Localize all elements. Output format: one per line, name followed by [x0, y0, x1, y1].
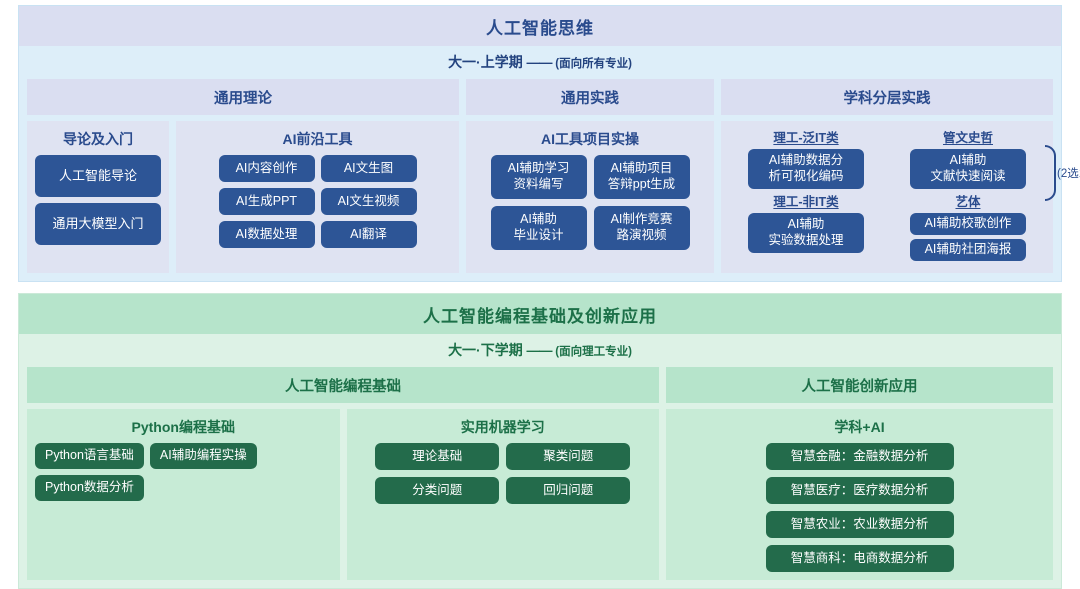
chips-ai-tool-project: AI辅助学习 资料编写 AI辅助项目 答辩ppt生成 AI辅助 毕业设计 AI制…: [474, 155, 706, 250]
discipline-label: 理工-泛IT类: [773, 131, 839, 145]
course-chip[interactable]: AI翻译: [320, 221, 417, 248]
choose-one-label: (2选1): [1057, 168, 1080, 180]
course-chip[interactable]: 智慧商科：电商数据分析: [765, 545, 954, 572]
group-row-general-theory: 导论及入门 人工智能导论 通用大模型入门 AI前沿工具 AI内容创作 AI文生图…: [27, 121, 459, 273]
section-general-practice: 通用实践 AI工具项目实操 AI辅助学习 资料编写 AI辅助项目 答辩ppt生成…: [466, 79, 714, 273]
group-row-general-practice: AI工具项目实操 AI辅助学习 资料编写 AI辅助项目 答辩ppt生成 AI辅助…: [466, 121, 714, 273]
group-title-intro: 导论及入门: [63, 131, 133, 147]
chips-discipline-plus-ai: 智慧金融：金融数据分析 智慧医疗：医疗数据分析 智慧农业：农业数据分析 智慧商科…: [674, 443, 1045, 572]
semester-1-subtitle: 大一·上学期 —— (面向所有专业): [19, 46, 1061, 79]
section-header-general-theory: 通用理论: [27, 79, 459, 115]
discipline-grid: 理工-泛IT类 AI辅助数据分 析可视化编码 管文史哲 AI辅助 文献快速阅读 …: [729, 127, 1080, 265]
group-title-ai-frontier-tools: AI前沿工具: [282, 131, 353, 147]
discipline-cell-humanities: 管文史哲 AI辅助 文献快速阅读: [891, 127, 1045, 189]
section-programming-basics: 人工智能编程基础 Python编程基础 Python语言基础 AI辅助编程实操 …: [27, 367, 659, 580]
discipline-cell-it: 理工-泛IT类 AI辅助数据分 析可视化编码: [729, 127, 883, 189]
semester-2-panel: 人工智能编程基础及创新应用 大一·下学期 —— (面向理工专业) 人工智能编程基…: [18, 293, 1062, 589]
course-chip[interactable]: AI辅助编程实操: [149, 443, 257, 469]
semester-2-term: 大一·下学期: [448, 342, 523, 358]
group-row-discipline-practice: 理工-泛IT类 AI辅助数据分 析可视化编码 管文史哲 AI辅助 文献快速阅读 …: [721, 121, 1080, 273]
discipline-label: 管文史哲: [942, 131, 993, 145]
chips-ai-frontier-tools: AI内容创作 AI文生图 AI生成PPT AI文生视频 AI数据处理 AI翻译: [184, 155, 451, 248]
course-chip[interactable]: AI制作竞赛 路演视频: [593, 206, 690, 250]
course-chip[interactable]: Python语言基础: [35, 443, 144, 469]
section-header-discipline-practice: 学科分层实践: [721, 79, 1053, 115]
section-innovation-applications: 人工智能创新应用 学科+AI 智慧金融：金融数据分析 智慧医疗：医疗数据分析 智…: [666, 367, 1053, 580]
group-python-basics: Python编程基础 Python语言基础 AI辅助编程实操 Python数据分…: [27, 409, 340, 580]
course-chip[interactable]: 分类问题: [375, 477, 500, 504]
semester-2-title: 人工智能编程基础及创新应用: [19, 294, 1061, 334]
chips-python-basics: Python语言基础 AI辅助编程实操 Python数据分析: [35, 443, 332, 501]
section-general-theory: 通用理论 导论及入门 人工智能导论 通用大模型入门 AI前沿工具 AI内容创作: [27, 79, 459, 273]
section-header-programming-basics: 人工智能编程基础: [27, 367, 659, 403]
course-chip[interactable]: AI辅助 毕业设计: [490, 206, 587, 250]
semester-2-dash: ——: [526, 343, 553, 358]
curriculum-map: 人工智能思维 大一·上学期 —— (面向所有专业) 通用理论 导论及入门 人工智…: [0, 5, 1080, 589]
semester-2-subtitle: 大一·下学期 —— (面向理工专业): [19, 334, 1061, 367]
group-title-machine-learning: 实用机器学习: [460, 419, 545, 435]
curly-brace-icon: [1045, 145, 1057, 201]
course-chip[interactable]: AI辅助项目 答辩ppt生成: [593, 155, 690, 199]
course-chip[interactable]: AI生成PPT: [218, 188, 315, 215]
group-ai-frontier-tools: AI前沿工具 AI内容创作 AI文生图 AI生成PPT AI文生视频 AI数据处…: [176, 121, 459, 273]
course-chip[interactable]: AI数据处理: [218, 221, 315, 248]
course-chip[interactable]: 智慧医疗：医疗数据分析: [765, 477, 954, 504]
course-chip[interactable]: AI辅助数据分 析可视化编码: [748, 149, 864, 189]
course-chip[interactable]: AI辅助 文献快速阅读: [910, 149, 1026, 189]
discipline-cell-nonit: 理工-非IT类 AI辅助 实验数据处理: [729, 191, 883, 265]
course-chip[interactable]: 回归问题: [506, 477, 631, 504]
semester-1-sections: 通用理论 导论及入门 人工智能导论 通用大模型入门 AI前沿工具 AI内容创作: [19, 79, 1080, 273]
group-discipline-plus-ai: 学科+AI 智慧金融：金融数据分析 智慧医疗：医疗数据分析 智慧农业：农业数据分…: [666, 409, 1053, 580]
group-row-programming-basics: Python编程基础 Python语言基础 AI辅助编程实操 Python数据分…: [27, 409, 659, 580]
semester-1-dash: ——: [526, 55, 553, 70]
course-chip[interactable]: AI内容创作: [218, 155, 315, 182]
course-chip[interactable]: 智慧金融：金融数据分析: [765, 443, 954, 470]
group-machine-learning: 实用机器学习 理论基础 聚类问题 分类问题 回归问题: [346, 409, 659, 580]
section-header-general-practice: 通用实践: [466, 79, 714, 115]
course-chip[interactable]: Python数据分析: [35, 475, 144, 501]
discipline-cell-arts: 艺体 AI辅助校歌创作 AI辅助社团海报 (2选1): [891, 145, 1080, 265]
semester-1-panel: 人工智能思维 大一·上学期 —— (面向所有专业) 通用理论 导论及入门 人工智…: [18, 5, 1080, 282]
semester-2-sections: 人工智能编程基础 Python编程基础 Python语言基础 AI辅助编程实操 …: [19, 367, 1061, 580]
course-chip[interactable]: AI辅助校歌创作: [910, 213, 1026, 235]
chips-intro: 人工智能导论 通用大模型入门: [35, 155, 161, 245]
chips-machine-learning: 理论基础 聚类问题 分类问题 回归问题: [355, 443, 652, 504]
course-chip[interactable]: 人工智能导论: [35, 155, 161, 197]
group-title-discipline-plus-ai: 学科+AI: [834, 419, 885, 435]
discipline-label: 理工-非IT类: [773, 195, 839, 209]
section-header-innovation-applications: 人工智能创新应用: [666, 367, 1053, 403]
section-discipline-practice: 学科分层实践 理工-泛IT类 AI辅助数据分 析可视化编码 管文史哲 AI辅助 …: [721, 79, 1080, 273]
semester-2-scope: (面向理工专业): [555, 346, 632, 358]
group-ai-tool-project: AI工具项目实操 AI辅助学习 资料编写 AI辅助项目 答辩ppt生成 AI辅助…: [466, 121, 714, 273]
course-chip[interactable]: 理论基础: [375, 443, 500, 470]
course-chip[interactable]: AI文生视频: [320, 188, 417, 215]
course-chip[interactable]: AI辅助 实验数据处理: [748, 213, 864, 253]
course-chip[interactable]: 通用大模型入门: [35, 203, 161, 245]
semester-1-term: 大一·上学期: [448, 54, 523, 70]
course-chip[interactable]: AI辅助社团海报: [910, 239, 1026, 261]
semester-1-title: 人工智能思维: [19, 6, 1061, 46]
discipline-label: 艺体: [955, 195, 981, 209]
semester-1-scope: (面向所有专业): [555, 58, 632, 70]
course-chip[interactable]: AI文生图: [320, 155, 417, 182]
group-intro: 导论及入门 人工智能导论 通用大模型入门: [27, 121, 169, 273]
course-chip[interactable]: AI辅助学习 资料编写: [490, 155, 587, 199]
choose-one-brace-wrap: (2选1): [1045, 145, 1080, 201]
group-title-python-basics: Python编程基础: [131, 419, 235, 435]
group-discipline-layers: 理工-泛IT类 AI辅助数据分 析可视化编码 管文史哲 AI辅助 文献快速阅读 …: [721, 121, 1080, 273]
course-chip[interactable]: 聚类问题: [506, 443, 631, 470]
group-row-innovation-applications: 学科+AI 智慧金融：金融数据分析 智慧医疗：医疗数据分析 智慧农业：农业数据分…: [666, 409, 1053, 580]
group-title-ai-tool-project: AI工具项目实操: [541, 131, 639, 147]
